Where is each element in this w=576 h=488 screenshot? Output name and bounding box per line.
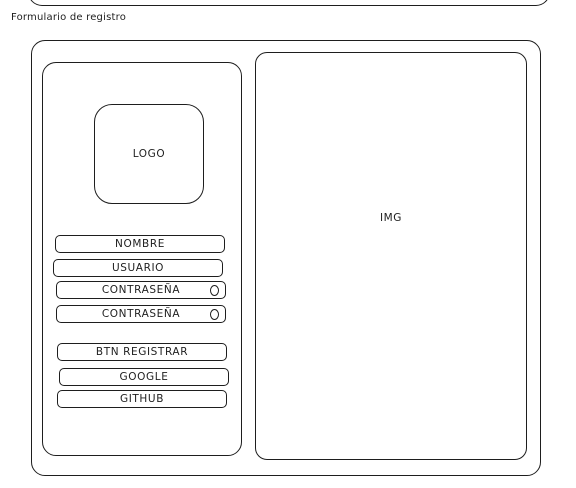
top-frame xyxy=(28,0,550,6)
register-button[interactable]: BTN REGISTRAR xyxy=(57,343,227,361)
password-confirm-field-label: CONTRASEÑA xyxy=(101,308,181,320)
register-button-label: BTN REGISTRAR xyxy=(95,346,189,358)
password-field[interactable]: CONTRASEÑA xyxy=(56,281,226,299)
eye-toggle-icon[interactable] xyxy=(210,309,219,320)
logo-placeholder: LOGO xyxy=(94,104,204,204)
image-panel xyxy=(255,52,527,460)
password-confirm-field[interactable]: CONTRASEÑA xyxy=(56,305,226,323)
name-field[interactable]: NOMBRE xyxy=(55,235,225,253)
github-button[interactable]: GITHUB xyxy=(57,390,227,408)
github-button-label: GITHUB xyxy=(119,393,165,405)
google-button[interactable]: GOOGLE xyxy=(59,368,229,386)
logo-label: LOGO xyxy=(132,148,166,160)
eye-toggle-icon[interactable] xyxy=(210,285,219,296)
name-field-label: NOMBRE xyxy=(115,238,165,250)
username-field-label: USUARIO xyxy=(111,262,165,274)
username-field[interactable]: USUARIO xyxy=(53,259,223,277)
image-label: IMG xyxy=(379,212,403,224)
page-title: Formulario de registro xyxy=(11,12,127,23)
password-field-label: CONTRASEÑA xyxy=(101,284,181,296)
google-button-label: GOOGLE xyxy=(119,371,169,383)
